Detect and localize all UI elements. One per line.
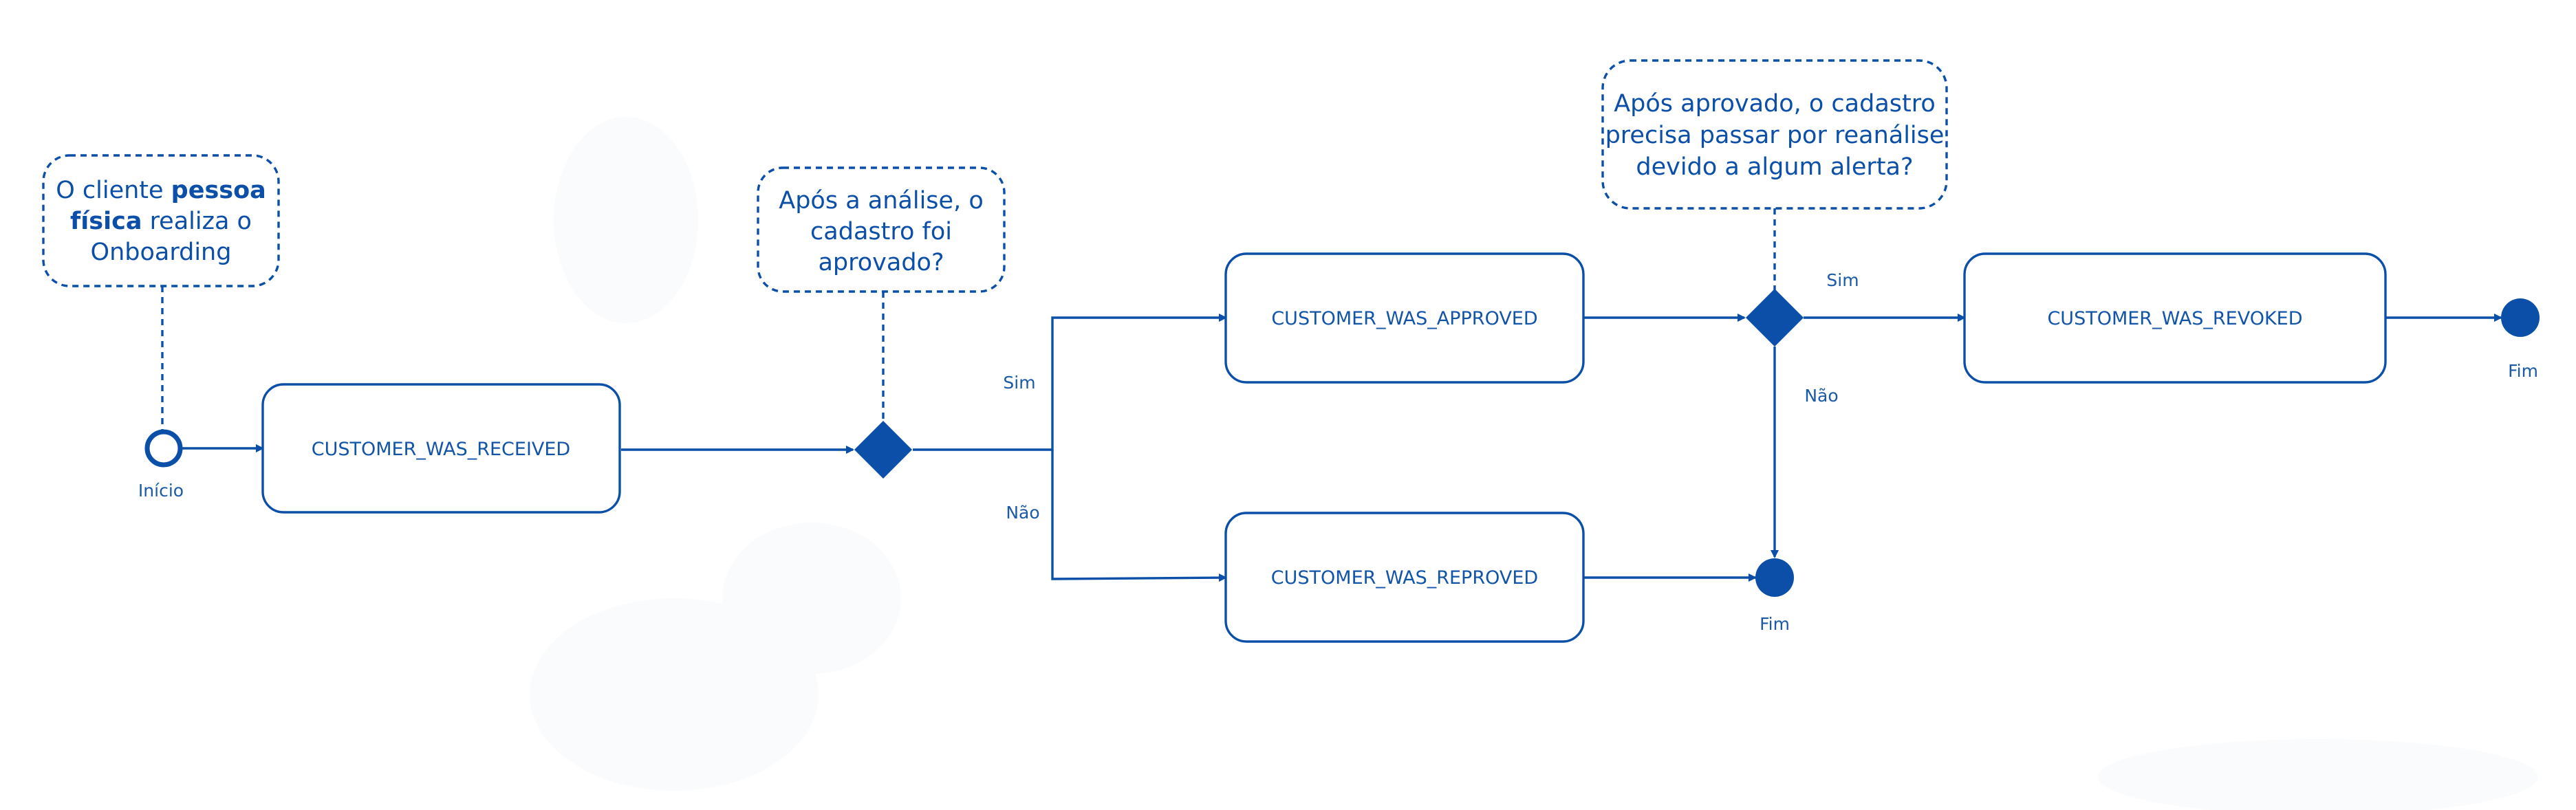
edge-label-reanalysis-yes: Sim [1826,270,1859,290]
note-analysis-line2: cadastro foi [810,218,952,245]
decision-approved-diamond [854,421,912,479]
note-reanalysis-line1: Após aprovado, o cadastro [1614,90,1936,118]
end-revoked-label: Fim [2508,361,2538,381]
note-onboarding-line3: Onboarding [91,239,232,266]
note-analysis-line3: aprovado? [818,249,944,276]
edge-label-analysis-yes: Sim [1003,373,1035,393]
state-received-label: CUSTOMER_WAS_RECEIVED [312,439,570,460]
end-node-reproved [1755,558,1794,597]
note-onboarding-line2: física realiza o [70,208,252,235]
state-customer-was-reproved: CUSTOMER_WAS_REPROVED [1224,512,1585,643]
state-revoked-label: CUSTOMER_WAS_REVOKED [2047,308,2302,329]
note-onboarding-line1: O cliente pessoa [56,177,266,204]
note-analysis: Após a análise, o cadastro foi aprovado? [757,166,1006,293]
decision-reanalysis-diamond [1746,289,1804,347]
end-reproved-label: Fim [1760,614,1790,634]
state-customer-was-received: CUSTOMER_WAS_RECEIVED [261,383,621,514]
edge-decision-yes-to-approved [913,314,1227,451]
note-onboarding: O cliente pessoa física realiza o Onboar… [42,154,280,287]
state-reproved-label: CUSTOMER_WAS_REPROVED [1271,567,1538,589]
background-blobs [530,117,2538,810]
edge-decision-no-to-reproved [1051,450,1227,582]
state-approved-label: CUSTOMER_WAS_APPROVED [1271,308,1537,329]
note-reanalysis: Após aprovado, o cadastro precisa passar… [1601,59,1948,210]
start-node [144,429,183,468]
start-label: Início [138,481,184,501]
note-reanalysis-line3: devido a algum alerta? [1636,153,1913,181]
end-node-revoked [2501,298,2540,337]
state-customer-was-revoked: CUSTOMER_WAS_REVOKED [1963,252,2387,384]
edge-label-analysis-no: Não [1006,503,1039,523]
edge-label-reanalysis-no: Não [1804,386,1838,406]
note-analysis-line1: Após a análise, o [779,187,983,215]
note-reanalysis-line2: precisa passar por reanálise [1605,122,1945,149]
state-customer-was-approved: CUSTOMER_WAS_APPROVED [1224,252,1585,384]
